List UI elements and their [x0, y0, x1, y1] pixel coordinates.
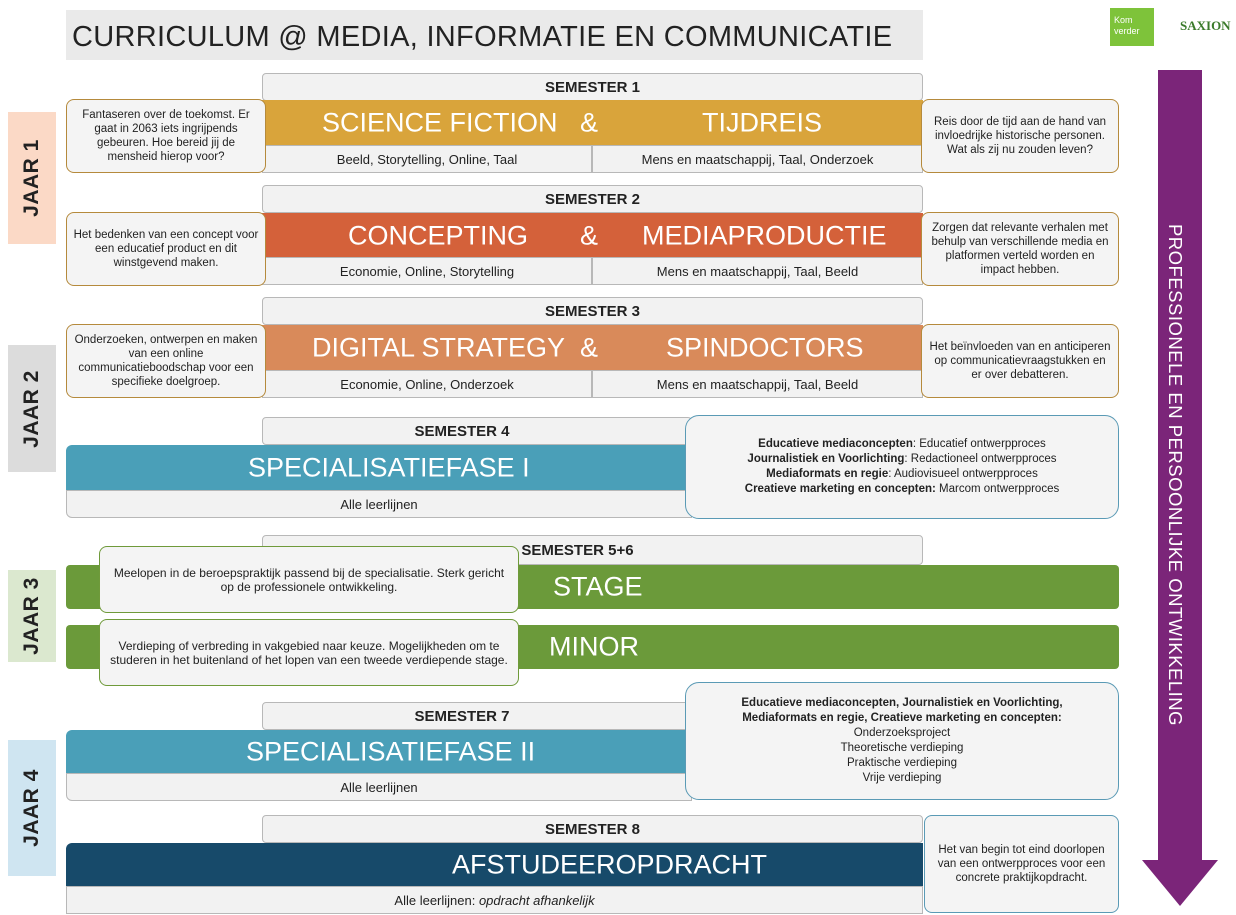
semester-4-subjects: Alle leerlijnen: [66, 490, 692, 518]
semester-8-subjects-italic: opdracht afhankelijk: [478, 893, 595, 908]
year-label-1: JAAR 1: [8, 112, 56, 244]
kom-verder-logo-text: Kom verder: [1114, 15, 1140, 36]
semester-3-band: DIGITAL STRATEGY & SPINDOCTORS: [262, 325, 923, 371]
spec7-bold-1: Educatieve mediaconcepten, Journalistiek…: [686, 696, 1118, 711]
spec-line-4-bold: Creatieve marketing en concepten:: [744, 483, 936, 495]
semester-2-left-note: Het bedenken van een concept voor een ed…: [66, 212, 266, 286]
saxion-logo: SAXION: [1180, 18, 1231, 33]
semester-3-left-title: DIGITAL STRATEGY: [312, 332, 566, 363]
spec-line-1-bold: Educatieve mediaconcepten: [758, 438, 913, 450]
spec7-bold-2: Mediaformats en regie, Creatieve marketi…: [686, 711, 1118, 726]
year-label-2: JAAR 2: [8, 345, 56, 472]
spec-line-4-rest: Marcom ontwerpproces: [935, 483, 1060, 495]
semester-3-right-note: Het beïnvloeden van en anticiperen op co…: [921, 324, 1119, 398]
semester-2-left-subjects: Economie, Online, Storytelling: [262, 257, 592, 285]
stage-title: STAGE: [553, 571, 643, 602]
spec-line-1-rest: : Educatief ontwerpproces: [912, 438, 1046, 450]
semester-1-left-note: Fantaseren over de toekomst. Er gaat in …: [66, 99, 266, 173]
spec-line-1: Educatieve mediaconcepten: Educatief ont…: [686, 437, 1118, 452]
kom-verder-logo: Kom verder: [1110, 8, 1154, 46]
stage-note: Meelopen in de beroepspraktijk passend b…: [99, 546, 519, 613]
spec-line-3-bold: Mediaformats en regie: [766, 468, 889, 480]
semester-4-title: SPECIALISATIEFASE I: [248, 452, 530, 483]
semester-7-title: SPECIALISATIEFASE II: [246, 736, 536, 767]
semester-2-ampersand: &: [580, 220, 599, 251]
semester-3-header: SEMESTER 3: [262, 297, 923, 325]
year-label-4: JAAR 4: [8, 740, 56, 876]
development-arrow-label: PROFESSIONELE EN PERSOONLIJKE ONTWIKKELI…: [1160, 140, 1190, 810]
semester-2-right-title: MEDIAPRODUCTIE: [642, 220, 887, 251]
year-label-1-text: JAAR 1: [20, 139, 43, 217]
spec-line-3: Mediaformats en regie: Audiovisueel ontw…: [686, 467, 1118, 482]
year-label-3-text: JAAR 3: [20, 577, 43, 655]
semester-2-band: CONCEPTING & MEDIAPRODUCTIE: [262, 213, 923, 259]
year-label-4-text: JAAR 4: [20, 769, 43, 847]
semester-3-right-title: SPINDOCTORS: [666, 332, 864, 363]
semester-3-ampersand: &: [580, 332, 599, 363]
semester-3-right-subjects: Mens en maatschappij, Taal, Beeld: [592, 370, 923, 398]
semester-2-right-note: Zorgen dat relevante verhalen met behulp…: [921, 212, 1119, 286]
spec7-item: Onderzoeksproject: [853, 727, 951, 739]
semester-1-right-title: TIJDREIS: [702, 107, 823, 138]
development-arrow-shaft: [1158, 70, 1202, 860]
semester-1-right-subjects: Mens en maatschappij, Taal, Onderzoek: [592, 145, 923, 173]
semester-3-left-note: Onderzoeken, ontwerpen en maken van een …: [66, 324, 266, 398]
semester-2-left-title: CONCEPTING: [348, 220, 529, 251]
semester-1-header: SEMESTER 1: [262, 73, 923, 101]
semester-8-header: SEMESTER 8: [262, 815, 923, 843]
semester-8-title: AFSTUDEEROPDRACHT: [452, 849, 768, 880]
spec-line-2: Journalistiek en Voorlichting: Redaction…: [686, 452, 1118, 467]
semester-2-right-subjects: Mens en maatschappij, Taal, Beeld: [592, 257, 923, 285]
development-arrow-head: [1142, 860, 1218, 906]
semester-2-header: SEMESTER 2: [262, 185, 923, 213]
spec-line-2-rest: : Redactioneel ontwerpproces: [904, 453, 1057, 465]
semester-7-specialisations: Educatieve mediaconcepten, Journalistiek…: [685, 682, 1119, 800]
semester-1-right-note: Reis door de tijd aan de hand van invloe…: [921, 99, 1119, 173]
spec-line-3-rest: : Audiovisueel ontwerpproces: [888, 468, 1038, 480]
spec-line-4: Creatieve marketing en concepten: Marcom…: [686, 482, 1118, 497]
semester-4-header: SEMESTER 4: [262, 417, 692, 445]
semester-8-subjects: Alle leerlijnen: opdracht afhankelijk: [66, 886, 923, 914]
semester-1-left-title: SCIENCE FICTION: [322, 107, 558, 138]
semester-4-specialisations: Educatieve mediaconcepten: Educatief ont…: [685, 415, 1119, 519]
page-title: CURRICULUM @ MEDIA, INFORMATIE EN COMMUN…: [66, 10, 923, 60]
spec7-bold-1-text: Educatieve mediaconcepten, Journalistiek…: [741, 697, 1063, 709]
spec7-bold-2-text: Mediaformats en regie, Creatieve marketi…: [742, 712, 1062, 724]
spec-line-2-bold: Journalistiek en Voorlichting: [747, 453, 905, 465]
semester-1-band: SCIENCE FICTION & TIJDREIS: [262, 100, 923, 146]
development-arrow-label-text: PROFESSIONELE EN PERSOONLIJKE ONTWIKKELI…: [1165, 223, 1186, 727]
semester-7-band: SPECIALISATIEFASE II: [66, 730, 692, 774]
year-label-3: JAAR 3: [8, 570, 56, 662]
minor-title: MINOR: [549, 631, 639, 662]
semester-8-note: Het van begin tot eind doorlopen van een…: [924, 815, 1119, 913]
semester-1-left-subjects: Beeld, Storytelling, Online, Taal: [262, 145, 592, 173]
semester-3-left-subjects: Economie, Online, Onderzoek: [262, 370, 592, 398]
semester-8-subjects-prefix: Alle leerlijnen:: [394, 893, 479, 908]
semester-1-ampersand: &: [580, 107, 599, 138]
semester-8-band: AFSTUDEEROPDRACHT: [66, 843, 923, 887]
semester-7-subjects: Alle leerlijnen: [66, 773, 692, 801]
spec7-item: Praktische verdieping: [847, 757, 957, 769]
year-label-2-text: JAAR 2: [20, 369, 43, 448]
semester-7-header: SEMESTER 7: [262, 702, 692, 730]
minor-note: Verdieping of verbreding in vakgebied na…: [99, 619, 519, 686]
spec7-item: Vrije verdieping: [862, 772, 942, 784]
spec7-item: Theoretische verdieping: [840, 742, 964, 754]
development-arrow: [1142, 70, 1218, 906]
semester-4-band: SPECIALISATIEFASE I: [66, 445, 692, 491]
